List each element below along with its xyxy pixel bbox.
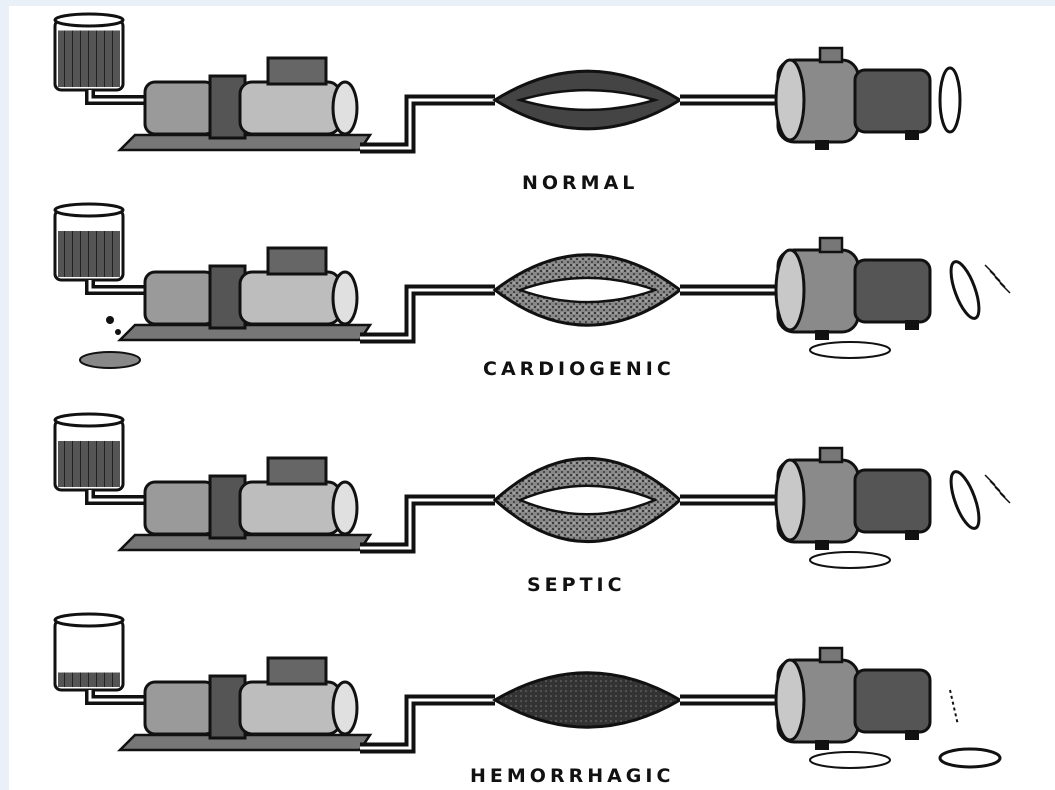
turbine-normal xyxy=(776,48,960,150)
turbine-hemorrhagic xyxy=(776,648,1000,768)
leak-puddle xyxy=(810,552,890,568)
vessel-bulge-hemorrhagic xyxy=(495,673,680,727)
pump-motor-normal xyxy=(145,58,357,138)
turbine-septic xyxy=(776,448,1010,568)
fan-blade-icon xyxy=(940,68,960,132)
row-label-normal: NORMAL xyxy=(522,172,638,194)
turbine-cardiogenic xyxy=(776,238,1010,358)
vessel-bulge-septic xyxy=(495,458,680,541)
vessel-bulge-normal xyxy=(495,71,680,129)
reservoir-cardiogenic xyxy=(55,204,123,280)
vessel-bulge-cardiogenic xyxy=(495,255,680,325)
fallen-fan-icon xyxy=(940,749,1000,767)
wobbling-fan-icon xyxy=(945,258,984,321)
pump-motor-cardiogenic xyxy=(145,248,357,328)
pump-motor-hemorrhagic xyxy=(145,658,357,738)
reservoir-septic xyxy=(55,414,123,490)
leak-puddle xyxy=(810,752,890,768)
reservoir-normal xyxy=(55,14,123,90)
pump-row-normal xyxy=(55,14,960,150)
reservoir-hemorrhagic xyxy=(55,614,123,690)
leak-puddle xyxy=(810,342,890,358)
pump-motor-septic xyxy=(145,458,357,538)
wobbling-fan-icon xyxy=(945,468,984,531)
pump-row-septic xyxy=(55,414,1010,568)
row-label-hemorrhagic: HEMORRHAGIC xyxy=(470,765,674,787)
row-label-cardiogenic: CARDIOGENIC xyxy=(483,358,675,380)
leak-puddle xyxy=(80,352,140,368)
row-label-septic: SEPTIC xyxy=(527,574,626,596)
pump-row-hemorrhagic xyxy=(55,614,1000,768)
pump-row-cardiogenic xyxy=(55,204,1010,368)
